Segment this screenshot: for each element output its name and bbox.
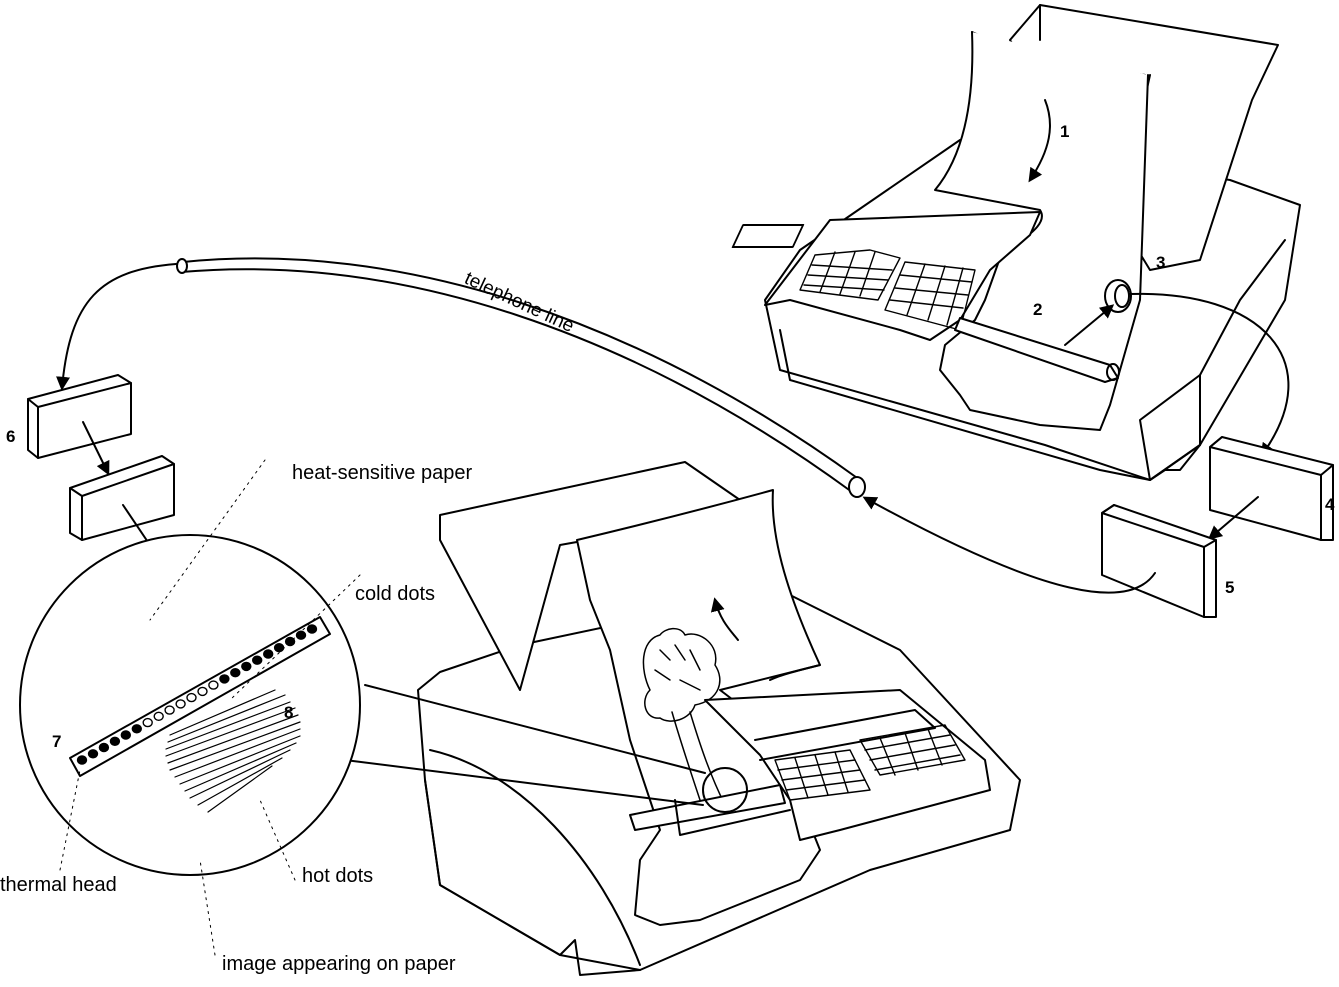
signal-box-5 bbox=[862, 496, 1217, 618]
signal-box-6 bbox=[27, 374, 132, 476]
cold-dot bbox=[197, 686, 208, 697]
telephone-line bbox=[56, 257, 866, 498]
hot-dot bbox=[284, 636, 296, 647]
hot-dot bbox=[230, 668, 241, 678]
cold-dot bbox=[186, 692, 197, 703]
step-number-8: 8 bbox=[284, 703, 294, 722]
hot-dot bbox=[219, 674, 230, 684]
sender-keypad-right bbox=[884, 261, 976, 331]
cold-dot bbox=[208, 680, 219, 690]
sender-light-sensor bbox=[1104, 279, 1132, 313]
sender-keypad-left bbox=[799, 249, 901, 301]
zoom-circle bbox=[702, 767, 748, 813]
signal-box-7-source bbox=[69, 455, 175, 563]
step-number-7: 7 bbox=[52, 732, 62, 751]
hot-dot bbox=[131, 724, 143, 734]
receiver-console bbox=[704, 689, 991, 841]
thermal-head-dots bbox=[76, 624, 318, 765]
hot-dot bbox=[295, 630, 307, 640]
sender-base-front bbox=[779, 329, 1201, 481]
hot-dot bbox=[109, 736, 121, 746]
receiver-keypad-left bbox=[774, 749, 871, 801]
hot-dot bbox=[241, 661, 252, 672]
step-number-3: 3 bbox=[1156, 253, 1166, 272]
hot-dot bbox=[98, 742, 110, 753]
hot-dot bbox=[252, 655, 263, 665]
cold-dot bbox=[175, 699, 186, 709]
heat-sensitive-paper-label: heat-sensitive paper bbox=[292, 462, 473, 484]
sender-feed-arrow bbox=[1028, 99, 1051, 183]
hot-dot bbox=[76, 755, 88, 765]
receiving-fax-machine bbox=[417, 461, 1021, 976]
hot-dot bbox=[87, 749, 99, 759]
hot-dots-label: hot dots bbox=[302, 865, 374, 887]
tree-image bbox=[642, 627, 726, 806]
printed-lines bbox=[165, 689, 301, 813]
thermal-head-label: thermal head bbox=[0, 874, 117, 896]
hot-dot bbox=[273, 643, 285, 653]
step-number-2: 2 bbox=[1033, 300, 1043, 319]
step-number-5: 5 bbox=[1225, 578, 1235, 597]
receiver-keypad-right bbox=[859, 724, 966, 776]
magnifier bbox=[19, 534, 706, 876]
cold-dots-label: cold dots bbox=[355, 583, 436, 605]
signal-box-4 bbox=[1207, 436, 1334, 541]
step-number-6: 6 bbox=[6, 427, 16, 446]
cold-dot bbox=[142, 717, 153, 728]
leader-lines bbox=[59, 459, 361, 956]
hot-dot bbox=[306, 624, 318, 634]
step-number-4: 4 bbox=[1325, 495, 1335, 514]
sending-fax-machine bbox=[731, 4, 1301, 481]
cold-dot bbox=[153, 711, 164, 721]
cold-dot bbox=[164, 705, 175, 715]
hot-dot bbox=[263, 649, 274, 659]
step-number-1: 1 bbox=[1060, 122, 1070, 141]
sender-console bbox=[764, 211, 1041, 341]
hot-dot bbox=[120, 730, 132, 740]
image-appearing-label: image appearing on paper bbox=[222, 953, 456, 975]
